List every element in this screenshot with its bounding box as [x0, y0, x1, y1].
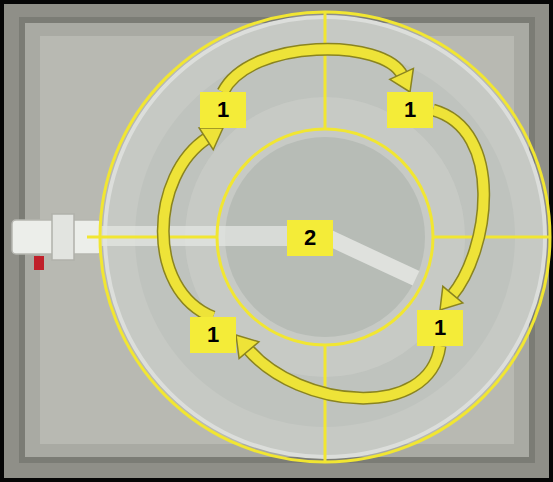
flow-arrow — [163, 128, 223, 317]
flow-arrow — [223, 49, 413, 92]
callout-box: 2 — [287, 220, 333, 256]
flow-arrow — [433, 110, 484, 310]
callout-box: 1 — [387, 92, 433, 128]
flow-arrow — [236, 335, 440, 398]
callout-number: 1 — [207, 324, 219, 346]
callout-number: 1 — [434, 317, 446, 339]
callout-number: 2 — [304, 227, 316, 249]
callout-number: 1 — [404, 99, 416, 121]
callout-box: 1 — [200, 92, 246, 128]
callout-box: 1 — [417, 310, 463, 346]
callout-box: 1 — [190, 317, 236, 353]
callout-number: 1 — [217, 99, 229, 121]
